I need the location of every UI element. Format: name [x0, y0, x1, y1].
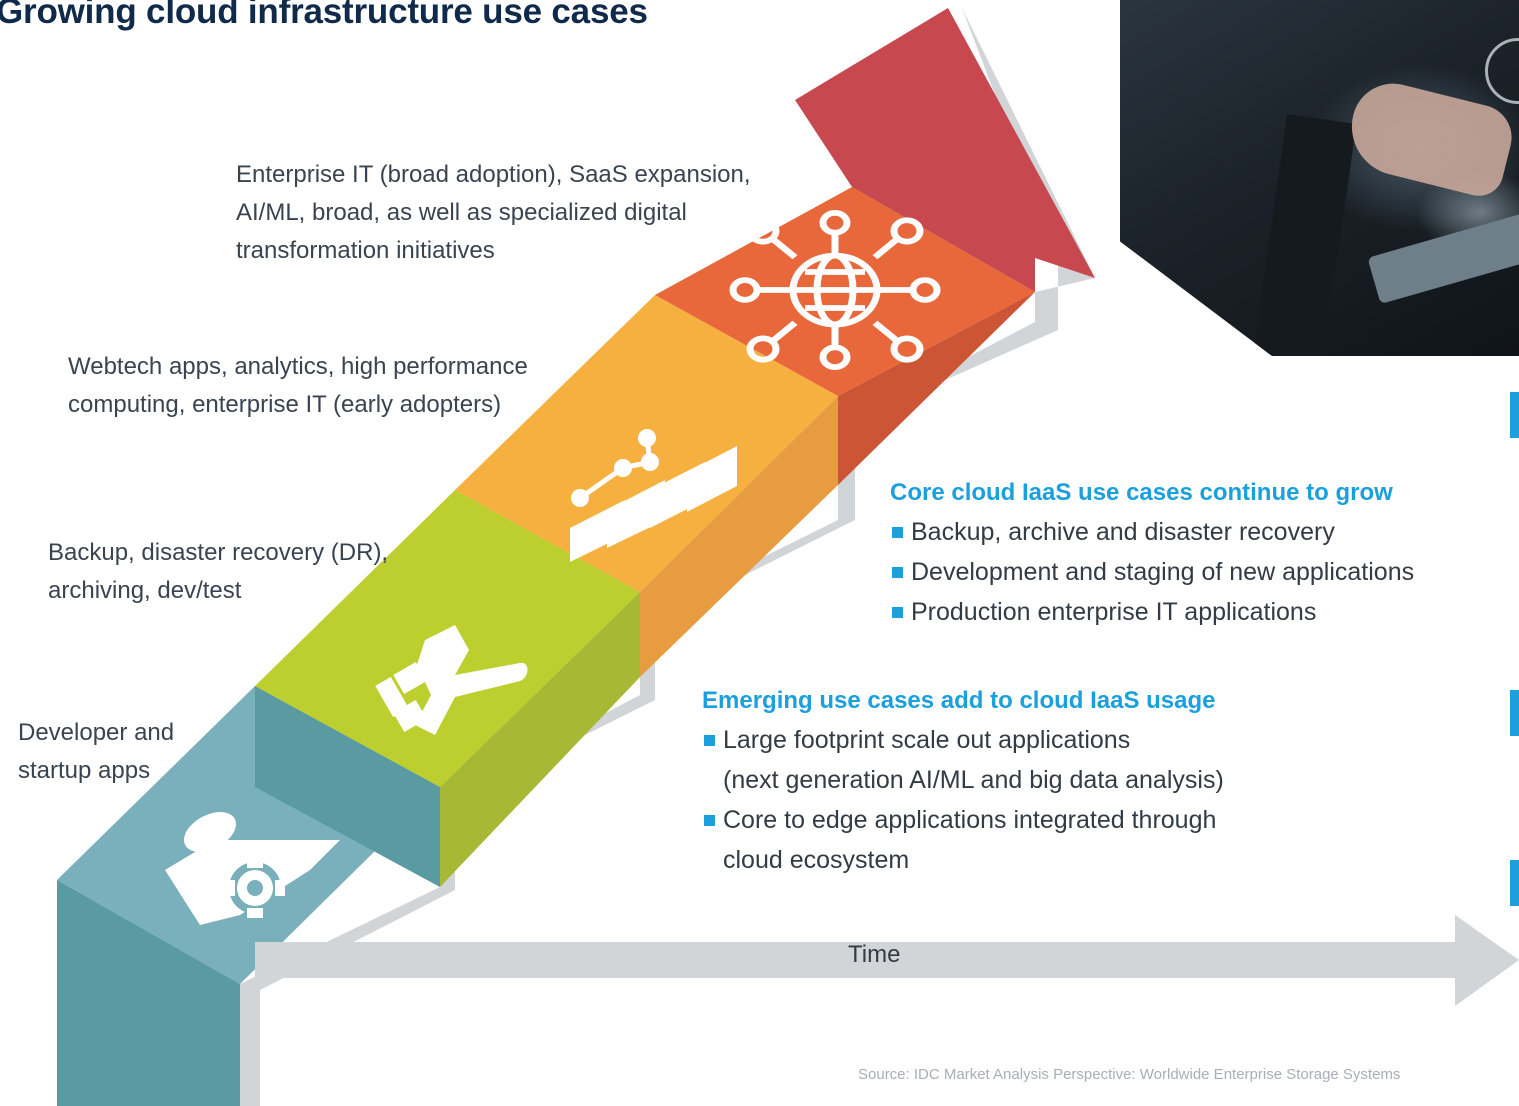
emerging-use-cases-heading: Emerging use cases add to cloud IaaS usa…	[702, 687, 1216, 714]
list-item: Core to edge applications integrated thr…	[702, 800, 1224, 880]
core-use-cases-box: Core cloud IaaS use cases continue to gr…	[890, 476, 1414, 632]
person-gear-icon	[165, 812, 340, 925]
step-4-riser	[838, 292, 1035, 485]
step-2-label-line: archiving, dev/test	[48, 577, 242, 604]
step-3-label-line: Webtech apps, analytics, high performanc…	[68, 353, 528, 380]
list-item-text: Development and staging of new applicati…	[911, 558, 1415, 586]
list-item-text: Large footprint scale out applications	[723, 726, 1131, 754]
step-1-side	[57, 880, 240, 1106]
emerging-use-cases-list: Large footprint scale out applications (…	[702, 720, 1224, 880]
list-item-text: (next generation AI/ML and big data anal…	[723, 766, 1224, 794]
step-4-label-line: AI/ML, broad, as well as specialized dig…	[236, 199, 687, 226]
list-item-text: Production enterprise IT applications	[911, 598, 1317, 626]
list-item-text: Core to edge applications integrated thr…	[723, 806, 1217, 834]
tools-icon	[375, 625, 528, 735]
step-4-label-line: Enterprise IT (broad adoption), SaaS exp…	[236, 161, 751, 188]
step-3-label-line: computing, enterprise IT (early adopters…	[68, 391, 502, 418]
global-network-icon	[729, 210, 941, 370]
step-3-label: Webtech apps, analytics, high performanc…	[68, 348, 528, 424]
page-title: Growing cloud infrastructure use cases	[0, 0, 648, 31]
step-2-label-line: Backup, disaster recovery (DR),	[48, 539, 389, 566]
step-1-riser	[255, 686, 440, 887]
step-2-riser	[440, 592, 640, 887]
step-4-label: Enterprise IT (broad adoption), SaaS exp…	[236, 156, 751, 270]
list-item: Development and staging of new applicati…	[890, 552, 1414, 592]
list-item: Production enterprise IT applications	[890, 592, 1414, 632]
list-item-text: cloud ecosystem	[723, 846, 910, 874]
edge-accent-mark	[1510, 860, 1519, 906]
edge-accent-mark	[1510, 392, 1519, 438]
step-4-label-line: transformation initiatives	[236, 237, 495, 264]
growth-arrow	[795, 8, 1095, 292]
step-1-label-line: Developer and	[18, 719, 175, 746]
list-item: Backup, archive and disaster recovery	[890, 512, 1414, 552]
step-3-riser	[640, 396, 838, 677]
list-item-text: Backup, archive and disaster recovery	[911, 518, 1335, 546]
step-1-label: Developer and startup apps	[18, 714, 174, 790]
edge-accent-mark	[1510, 690, 1519, 736]
time-axis-arrow	[255, 915, 1519, 1006]
analytics-chart-icon	[570, 429, 737, 562]
emerging-use-cases-box: Emerging use cases add to cloud IaaS usa…	[702, 684, 1224, 880]
time-axis-label: Time	[848, 941, 901, 968]
list-item: Large footprint scale out applications (…	[702, 720, 1224, 800]
source-note: Source: IDC Market Analysis Perspective:…	[858, 1066, 1401, 1083]
core-use-cases-heading: Core cloud IaaS use cases continue to gr…	[890, 479, 1393, 506]
core-use-cases-list: Backup, archive and disaster recovery De…	[890, 512, 1414, 632]
step-2-label: Backup, disaster recovery (DR), archivin…	[48, 534, 388, 610]
step-1-label-line: startup apps	[18, 757, 151, 784]
